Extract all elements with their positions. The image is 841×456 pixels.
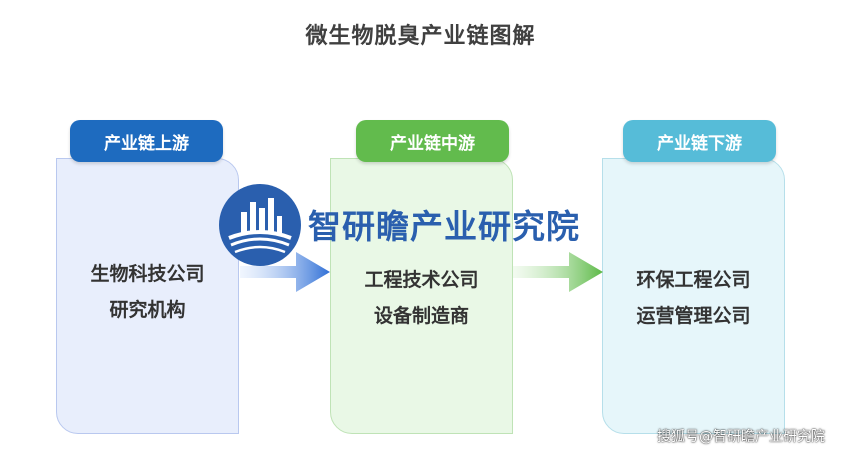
midstream-panel (330, 158, 513, 434)
upstream-items: 生物科技公司 研究机构 (56, 256, 239, 328)
downstream-label: 产业链下游 (623, 120, 776, 162)
downstream-item: 运营管理公司 (636, 305, 751, 327)
midstream-item: 工程技术公司 (364, 269, 479, 291)
page-title: 微生物脱臭产业链图解 (305, 24, 536, 49)
logo-icon (219, 184, 301, 266)
arrow-right-icon (513, 252, 603, 292)
upstream-label: 产业链上游 (70, 120, 223, 162)
midstream-label: 产业链中游 (356, 120, 509, 162)
upstream-item: 研究机构 (109, 299, 186, 321)
upstream-item: 生物科技公司 (90, 263, 205, 285)
arrow-right-icon (240, 252, 330, 292)
downstream-items: 环保工程公司 运营管理公司 (602, 262, 785, 334)
source-credit: 搜狐号@智研瞻产业研究院 (657, 429, 825, 445)
midstream-items: 工程技术公司 设备制造商 (330, 262, 513, 334)
watermark-text: 智研瞻产业研究院 (308, 207, 580, 246)
midstream-item: 设备制造商 (373, 305, 469, 327)
upstream-panel (56, 158, 239, 434)
downstream-item: 环保工程公司 (636, 269, 751, 291)
downstream-panel (602, 158, 785, 434)
